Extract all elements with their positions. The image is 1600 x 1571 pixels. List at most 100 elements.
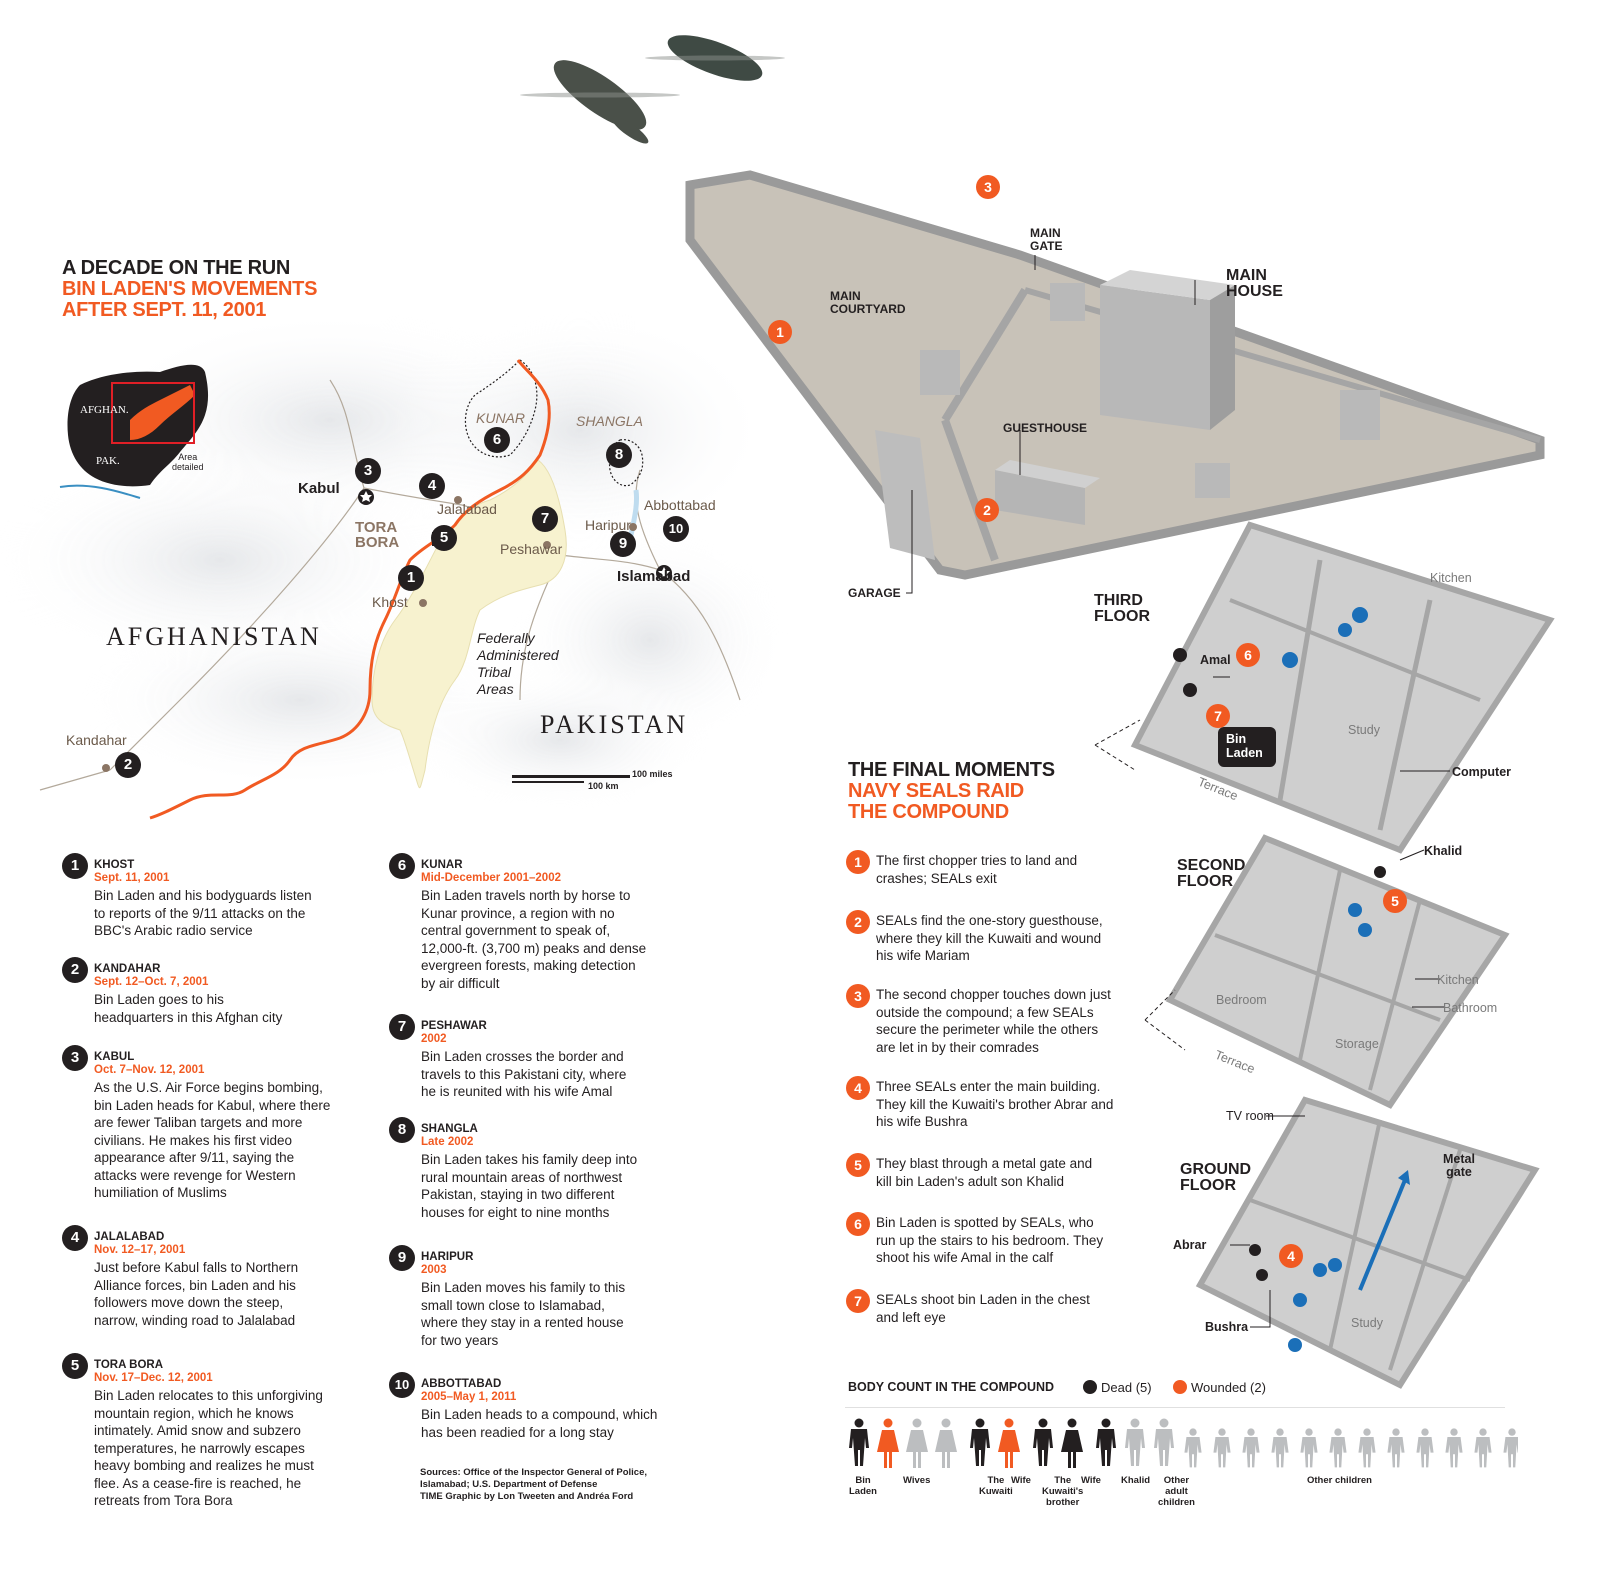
timeline-text: Bin Laden crosses the border and travels… bbox=[421, 1049, 627, 1099]
fig-label-khalid: Khalid bbox=[1121, 1475, 1151, 1486]
body-count-figures bbox=[849, 1418, 1518, 1468]
map-badge-3: 3 bbox=[355, 458, 381, 484]
helicopter-1 bbox=[520, 60, 680, 144]
timeline-item: 6 KUNAR Mid-December 2001–2002 Bin Laden… bbox=[389, 853, 679, 992]
floor-badge-6: 6 bbox=[1236, 643, 1260, 667]
fig-label-other-adult: Other adult children bbox=[1158, 1475, 1195, 1508]
raid-step-text: Three SEALs enter the main building. The… bbox=[876, 1079, 1114, 1129]
person-figure-other bbox=[1474, 1428, 1492, 1468]
person-figure-other bbox=[1125, 1418, 1145, 1466]
timeline-text: Bin Laden moves his family to this small… bbox=[421, 1280, 626, 1348]
timeline-item: 1 KHOST Sept. 11, 2001 Bin Laden and his… bbox=[62, 853, 352, 940]
place-shangla: SHANGLA bbox=[576, 413, 643, 429]
map-badge-2: 2 bbox=[115, 752, 141, 778]
compound-badge-1: 1 bbox=[768, 320, 792, 344]
fig-label-wives: Wives bbox=[903, 1475, 931, 1486]
raid-title-line1: THE FINAL MOMENTS bbox=[848, 759, 1055, 781]
timeline-item: 3 KABUL Oct. 7–Nov. 12, 2001 As the U.S.… bbox=[62, 1045, 352, 1202]
timeline-text: Bin Laden and his bodyguards listen to r… bbox=[94, 888, 312, 938]
label-main-gate: MAIN GATE bbox=[1030, 226, 1063, 253]
raid-title: THE FINAL MOMENTS NAVY SEALS RAID THE CO… bbox=[848, 760, 1055, 823]
map-badge-5: 5 bbox=[431, 525, 457, 551]
timeline-place: PESHAWAR bbox=[421, 1020, 487, 1032]
roads bbox=[39, 379, 741, 791]
person-bushra: Bushra bbox=[1205, 1320, 1249, 1334]
map-title-line1: A DECADE ON THE RUN bbox=[62, 257, 291, 279]
place-haripur: Haripur bbox=[585, 517, 631, 533]
fig-label-other-children: Other children bbox=[1307, 1475, 1372, 1486]
timeline-item: 10 ABBOTTABAD 2005–May 1, 2011 Bin Laden… bbox=[389, 1372, 679, 1441]
raid-step-num: 3 bbox=[846, 984, 870, 1008]
label-main-house: MAIN HOUSE bbox=[1226, 267, 1283, 300]
timeline-date: 2005–May 1, 2011 bbox=[421, 1391, 517, 1403]
legend-dead-swatch bbox=[1083, 1380, 1097, 1394]
raid-step-text: They blast through a metal gate and kill… bbox=[876, 1156, 1093, 1189]
terrace-line-2 bbox=[1144, 989, 1186, 1051]
timeline-num: 8 bbox=[389, 1117, 415, 1143]
timeline-date: Nov. 17–Dec. 12, 2001 bbox=[94, 1372, 213, 1384]
terrain-relief bbox=[0, 310, 790, 810]
raid-step: 2 SEALs find the one-story guesthouse, w… bbox=[846, 910, 1121, 965]
raid-step-num: 6 bbox=[846, 1212, 870, 1236]
label-main-courtyard: MAIN COURTYARD bbox=[830, 289, 906, 316]
person-figure-other bbox=[1503, 1428, 1518, 1468]
person-figure-other bbox=[1300, 1428, 1318, 1468]
raid-step: 6 Bin Laden is spotted by SEALs, who run… bbox=[846, 1212, 1116, 1267]
helicopter-2 bbox=[645, 35, 785, 81]
border-line bbox=[149, 359, 551, 820]
timeline-num: 7 bbox=[389, 1014, 415, 1040]
timeline-place: HARIPUR bbox=[421, 1251, 474, 1263]
timeline-date: Late 2002 bbox=[421, 1136, 474, 1148]
timeline-date: Sept. 11, 2001 bbox=[94, 872, 170, 884]
person-figure-other bbox=[1358, 1428, 1376, 1468]
room-kitchen-3: Kitchen bbox=[1430, 571, 1472, 585]
timeline-place: JALALABAD bbox=[94, 1231, 165, 1243]
shangla-region bbox=[608, 439, 644, 487]
place-kabul: Kabul bbox=[298, 480, 340, 497]
map-title-line3: AFTER SEPT. 11, 2001 bbox=[62, 299, 267, 321]
person-figure-other bbox=[1416, 1428, 1434, 1468]
timeline-item: 7 PESHAWAR 2002 Bin Laden crosses the bo… bbox=[389, 1014, 679, 1101]
fig-label-wife1: Wife bbox=[1011, 1475, 1031, 1486]
compound-badge-2: 2 bbox=[975, 498, 999, 522]
room-study-3: Study bbox=[1348, 723, 1380, 737]
timeline-num: 3 bbox=[62, 1045, 88, 1071]
person-figure-other bbox=[1184, 1428, 1202, 1468]
inset-map bbox=[59, 364, 209, 499]
person-bin-laden-callout: Bin Laden bbox=[1218, 727, 1276, 767]
timeline-place: ABBOTTABAD bbox=[421, 1378, 502, 1390]
person-figure-other bbox=[1329, 1428, 1347, 1468]
raid-step: 1 The first chopper tries to land and cr… bbox=[846, 850, 1116, 887]
compound-badge-3: 3 bbox=[976, 175, 1000, 199]
floor-badge-4: 4 bbox=[1279, 1244, 1303, 1268]
sources-credit: Sources: Office of the Inspector General… bbox=[420, 1467, 647, 1502]
raid-step: 3 The second chopper touches down just o… bbox=[846, 984, 1121, 1056]
person-figure-dead bbox=[1061, 1418, 1083, 1468]
map-badge-9: 9 bbox=[610, 531, 636, 557]
resident-figures bbox=[1173, 648, 1386, 1281]
raid-step-text: SEALs shoot bin Laden in the chest and l… bbox=[876, 1292, 1090, 1325]
map-title: A DECADE ON THE RUN BIN LADEN'S MOVEMENT… bbox=[62, 258, 317, 321]
inset-label-afghan: AFGHAN. bbox=[80, 404, 129, 416]
timeline-text: Bin Laden heads to a compound, which has… bbox=[421, 1407, 658, 1440]
timeline-num: 5 bbox=[62, 1353, 88, 1379]
timeline-item: 9 HARIPUR 2003 Bin Laden moves his famil… bbox=[389, 1245, 679, 1349]
label-ground-floor: GROUND FLOOR bbox=[1180, 1161, 1252, 1194]
timeline-date: Sept. 12–Oct. 7, 2001 bbox=[94, 976, 209, 988]
capital-stars bbox=[358, 489, 672, 581]
compound-aerial bbox=[685, 170, 1545, 580]
terrace-line-3 bbox=[1094, 719, 1141, 771]
timeline-place: SHANGLA bbox=[421, 1123, 478, 1135]
fig-label-bin-laden: Bin Laden bbox=[849, 1475, 877, 1497]
raid-step-text: The second chopper touches down just out… bbox=[876, 987, 1111, 1055]
raid-title-line3: THE COMPOUND bbox=[848, 801, 1009, 823]
timeline-num: 4 bbox=[62, 1225, 88, 1251]
timeline-num: 2 bbox=[62, 957, 88, 983]
place-jalalabad: Jalalabad bbox=[437, 501, 497, 517]
map-badge-10: 10 bbox=[663, 516, 689, 542]
timeline-date: 2002 bbox=[421, 1033, 447, 1045]
place-kandahar: Kandahar bbox=[66, 732, 127, 748]
timeline-num: 9 bbox=[389, 1245, 415, 1271]
place-abbottabad: Abbottabad bbox=[644, 497, 716, 513]
raid-step-num: 2 bbox=[846, 910, 870, 934]
